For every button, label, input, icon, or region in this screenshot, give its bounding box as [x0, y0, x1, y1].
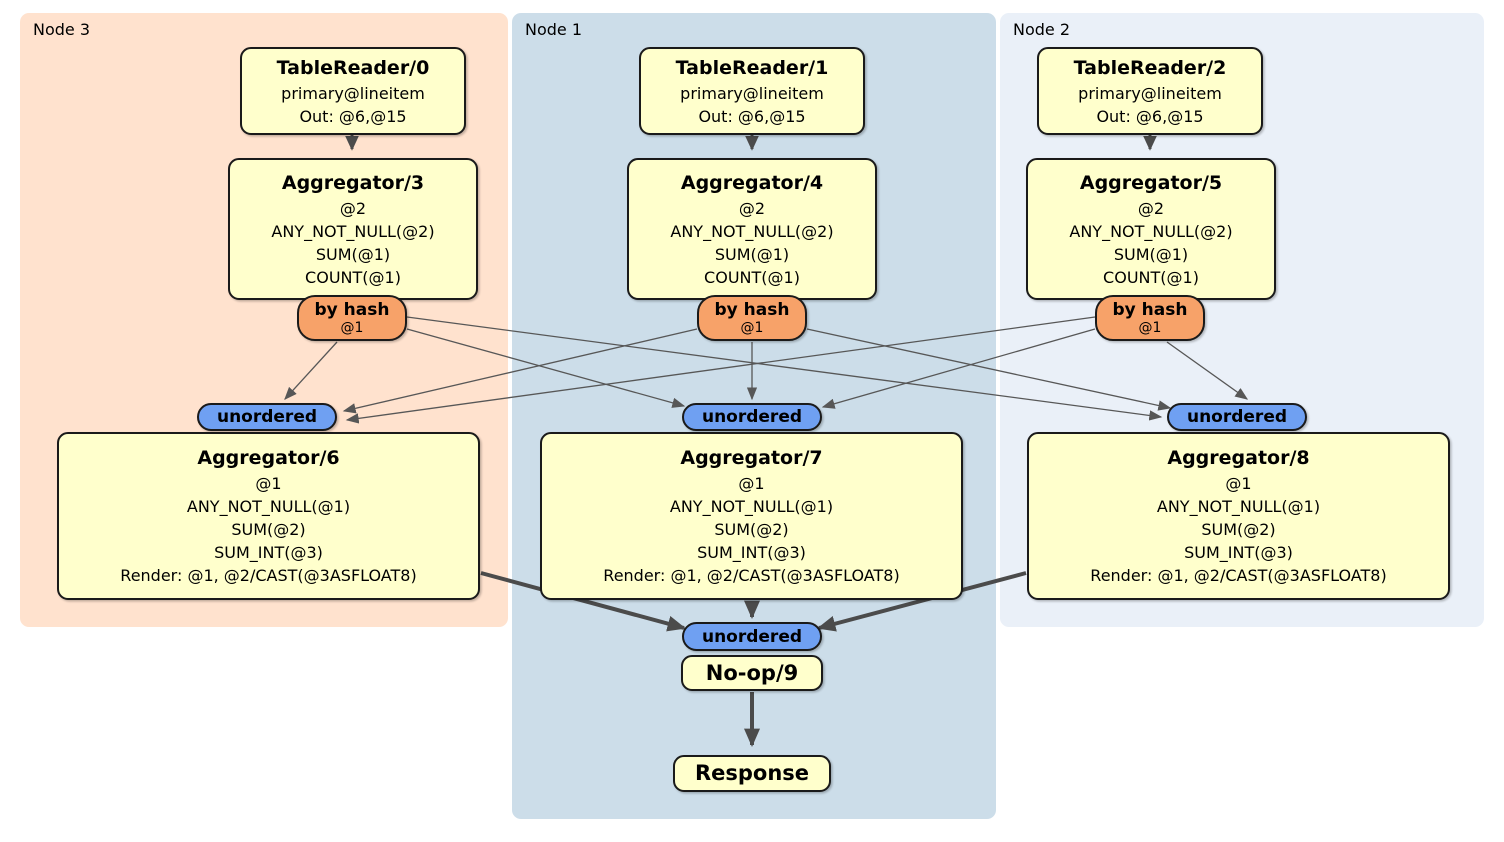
processor-title: Aggregator/7 [680, 447, 823, 469]
processor-tablereader-2: TableReader/2 primary@lineitem Out: @6,@… [1037, 47, 1263, 135]
processor-response: Response [673, 755, 831, 792]
processor-detail-line: ANY_NOT_NULL(@1) [669, 497, 834, 516]
processor-title: No-op/9 [705, 660, 799, 685]
sync-label: unordered [1186, 407, 1288, 427]
processor-detail-line: @2 [339, 198, 367, 218]
router-title: by hash [1112, 299, 1188, 320]
router-title: by hash [714, 299, 790, 320]
processor-detail-line: Out: @6,@15 [299, 106, 407, 126]
processor-detail-line: ANY_NOT_NULL(@2) [670, 221, 834, 241]
processor-tablereader-1: TableReader/1 primary@lineitem Out: @6,@… [639, 47, 865, 135]
processor-detail-line: Out: @6,@15 [1096, 106, 1204, 126]
processor-title: Aggregator/6 [197, 447, 340, 469]
router-columns: @1 [1138, 319, 1162, 336]
processor-noop-9: No-op/9 [681, 655, 823, 691]
processor-title: Aggregator/4 [680, 171, 824, 194]
processor-detail-line: SUM_INT(@3) [1184, 543, 1293, 562]
router-by-hash-2: by hash @1 [1095, 295, 1205, 341]
processor-detail-line: @2 [738, 198, 766, 218]
processor-detail-line: @2 [1137, 198, 1165, 218]
sync-unordered-6: unordered [197, 403, 337, 431]
processor-detail-line: @1 [1225, 474, 1252, 493]
processor-aggregator-6: Aggregator/6 @1 ANY_NOT_NULL(@1) SUM(@2)… [57, 432, 480, 600]
processor-detail-line: ANY_NOT_NULL(@2) [271, 221, 435, 241]
router-title: by hash [314, 299, 390, 320]
processor-title: Aggregator/8 [1167, 447, 1310, 469]
processor-detail-line: primary@lineitem [1078, 83, 1222, 103]
processor-detail-line: SUM(@1) [315, 244, 391, 264]
processor-title: TableReader/1 [675, 56, 829, 79]
processor-detail-line: Out: @6,@15 [698, 106, 806, 126]
processor-detail-line: ANY_NOT_NULL(@1) [186, 497, 351, 516]
processor-title: Response [694, 761, 810, 785]
processor-detail-line: SUM(@2) [714, 520, 789, 539]
processor-detail-line: SUM_INT(@3) [214, 543, 323, 562]
processor-aggregator-5: Aggregator/5 @2 ANY_NOT_NULL(@2) SUM(@1)… [1026, 158, 1276, 300]
sync-label: unordered [216, 407, 318, 427]
processor-tablereader-0: TableReader/0 primary@lineitem Out: @6,@… [240, 47, 466, 135]
router-columns: @1 [340, 319, 364, 336]
sync-unordered-7: unordered [682, 403, 822, 431]
processor-title: Aggregator/5 [1079, 171, 1223, 194]
router-columns: @1 [740, 319, 764, 336]
processor-title: TableReader/0 [276, 56, 430, 79]
processor-detail-line: SUM(@2) [231, 520, 306, 539]
router-by-hash-0: by hash @1 [297, 295, 407, 341]
processor-detail-line: primary@lineitem [281, 83, 425, 103]
processor-detail-line: COUNT(@1) [1103, 267, 1199, 287]
processor-detail-line: SUM_INT(@3) [697, 543, 806, 562]
processor-detail-line: @1 [255, 474, 282, 493]
processor-title: TableReader/2 [1073, 56, 1227, 79]
processor-detail-line: SUM(@1) [714, 244, 790, 264]
processor-detail-line: ANY_NOT_NULL(@2) [1069, 221, 1233, 241]
processor-detail-line: ANY_NOT_NULL(@1) [1156, 497, 1321, 516]
sync-label: unordered [701, 407, 803, 427]
processor-detail-line: COUNT(@1) [704, 267, 800, 287]
router-by-hash-1: by hash @1 [697, 295, 807, 341]
processor-title: Aggregator/3 [281, 171, 425, 194]
processor-detail-line: COUNT(@1) [305, 267, 401, 287]
panel-node-2-label: Node 2 [1013, 20, 1071, 39]
processor-detail-line: @1 [738, 474, 765, 493]
processor-detail-line: SUM(@1) [1113, 244, 1189, 264]
sync-label: unordered [701, 626, 803, 647]
processor-aggregator-4: Aggregator/4 @2 ANY_NOT_NULL(@2) SUM(@1)… [627, 158, 877, 300]
processor-aggregator-8: Aggregator/8 @1 ANY_NOT_NULL(@1) SUM(@2)… [1027, 432, 1450, 600]
processor-detail-line: Render: @1, @2/CAST(@3ASFLOAT8) [603, 566, 900, 585]
processor-detail-line: Render: @1, @2/CAST(@3ASFLOAT8) [1090, 566, 1387, 585]
processor-detail-line: Render: @1, @2/CAST(@3ASFLOAT8) [120, 566, 417, 585]
processor-aggregator-7: Aggregator/7 @1 ANY_NOT_NULL(@1) SUM(@2)… [540, 432, 963, 600]
processor-aggregator-3: Aggregator/3 @2 ANY_NOT_NULL(@2) SUM(@1)… [228, 158, 478, 300]
sync-unordered-8: unordered [1167, 403, 1307, 431]
panel-node-3-label: Node 3 [33, 20, 91, 39]
processor-detail-line: SUM(@2) [1201, 520, 1276, 539]
panel-node-1-label: Node 1 [525, 20, 583, 39]
processor-detail-line: primary@lineitem [680, 83, 824, 103]
sync-unordered-9: unordered [682, 622, 822, 651]
